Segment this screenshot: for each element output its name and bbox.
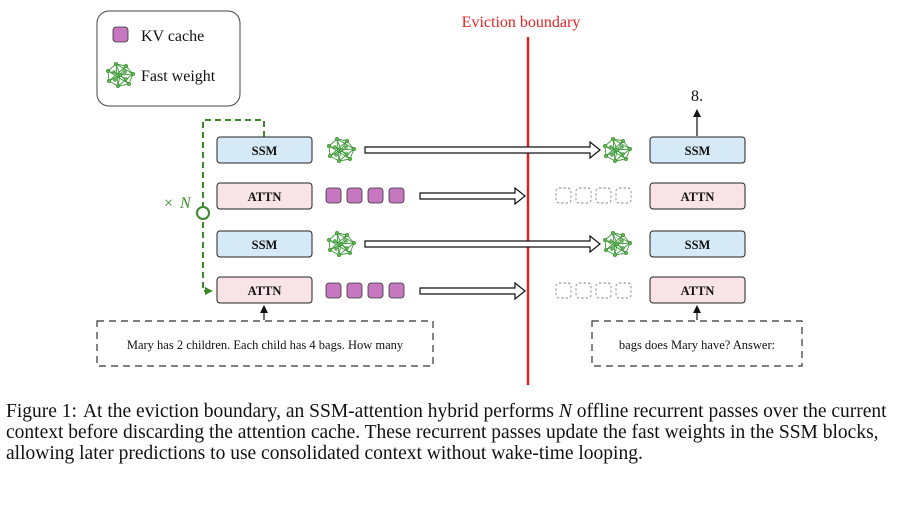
caption-label: Figure 1: [6,401,77,422]
fast-weight-icon-right-bottom [602,230,633,258]
fast-weight-icon-left-bottom [326,230,357,258]
svg-text:× N: × N [164,195,192,212]
caption-text-before-n: At the eviction boundary, an SSM-attenti… [82,401,554,422]
fast-weight-icon-left-top [326,136,357,164]
kv-cache-right-bottom-evicted [555,282,632,299]
kv-cache-left-top [325,187,405,204]
output-token: 8. [691,88,703,105]
kv-cache-legend-label: KV cache [141,28,204,45]
recurrent-loop: × N [164,119,265,295]
left-ssm-block-bottom: SSM [252,238,278,252]
ssm-carry-arrow-bottom [364,234,601,254]
caption-text-after-n: offline recurrent passes over the curren… [6,401,887,464]
right-block-stack: SSM ATTN SSM ATTN [649,136,746,304]
left-ssm-block-top: SSM [252,144,278,158]
left-attn-block-bottom: ATTN [248,284,282,298]
right-prompt-text: bags does Mary have? Answer: [619,338,775,352]
left-attn-block-top: ATTN [248,190,282,204]
left-block-stack: SSM ATTN SSM ATTN [216,136,313,304]
left-prompt-box [96,320,434,367]
figure: KV cache Fast weight Eviction boundary ×… [96,10,803,385]
kv-cache-right-top-evicted [555,187,632,204]
figure-caption: Figure 1:At the eviction boundary, an SS… [6,401,892,464]
loop-count-n: N [179,195,192,212]
loop-times-symbol: × [164,195,173,212]
right-prompt-box [591,320,803,367]
caption-n-variable: N [558,401,572,422]
left-prompt-text: Mary has 2 children. Each child has 4 ba… [127,338,404,352]
attn-carry-arrow-top [419,186,526,206]
fast-weight-icon-right-top [602,136,633,164]
right-attn-block-bottom: ATTN [681,284,715,298]
legend: KV cache Fast weight [96,10,241,107]
kv-cache-legend-swatch [112,26,129,43]
fast-weight-legend-label: Fast weight [141,68,216,85]
attn-carry-arrow-bottom [419,281,526,301]
right-ssm-block-top: SSM [685,144,711,158]
right-ssm-block-bottom: SSM [685,238,711,252]
eviction-boundary-label: Eviction boundary [462,14,581,31]
right-attn-block-top: ATTN [681,190,715,204]
ssm-carry-arrow-top [364,140,601,160]
kv-cache-left-bottom [325,282,405,299]
